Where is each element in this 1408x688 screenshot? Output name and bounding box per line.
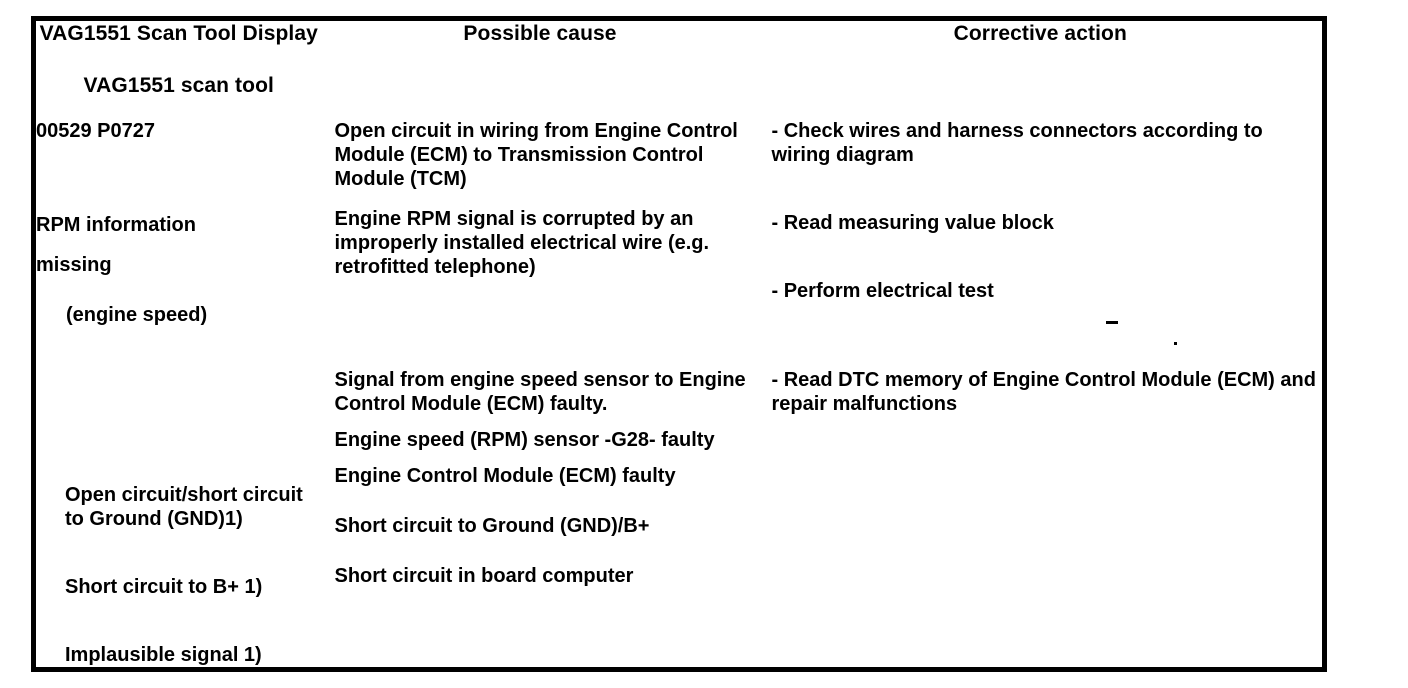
header-cell-scan-tool-display: VAG1551 Scan Tool Display VAG1551 scan t… xyxy=(33,18,322,119)
cell-possible-cause-1: Open circuit in wiring from Engine Contr… xyxy=(321,119,759,369)
cell-corrective-action-2: - Read DTC memory of Engine Control Modu… xyxy=(758,368,1325,670)
corrective-action-item: - Read measuring value block xyxy=(771,212,1054,234)
dtc-fault-implausible-signal: Implausible signal 1) xyxy=(65,644,262,666)
possible-cause-item: Short circuit in board computer xyxy=(334,565,634,588)
spacer xyxy=(36,599,322,643)
dtc-fault-open-short-ground: Open circuit/short circuit to Ground (GN… xyxy=(65,484,303,530)
scan-artifact-dash xyxy=(1106,321,1118,324)
header-title-scan-tool-display: VAG1551 Scan Tool Display xyxy=(39,22,318,45)
possible-cause-item: Engine speed (RPM) sensor -G28- faulty xyxy=(334,429,715,452)
header-cell-corrective-action: Corrective action xyxy=(758,18,1325,119)
possible-cause-item: Engine Control Module (ECM) faulty xyxy=(334,465,676,488)
spacer xyxy=(36,531,322,575)
header-title-possible-cause: Possible cause xyxy=(463,22,617,45)
spacer xyxy=(36,327,322,413)
table-header-row: VAG1551 Scan Tool Display VAG1551 scan t… xyxy=(33,18,1325,119)
dtc-code: 00529 P0727 xyxy=(36,120,156,142)
dtc-description-line-2: missing xyxy=(36,254,112,276)
spacer xyxy=(335,488,759,514)
possible-cause-item: Signal from engine speed sensor to Engin… xyxy=(334,369,746,416)
cell-possible-cause-2: Signal from engine speed sensor to Engin… xyxy=(321,368,759,670)
spacer xyxy=(335,452,759,464)
cell-scan-tool-display: 00529 P0727 RPM information missing (eng… xyxy=(33,119,322,670)
possible-cause-item: Open circuit in wiring from Engine Contr… xyxy=(334,120,738,190)
spacer xyxy=(335,416,759,428)
spacer xyxy=(335,538,759,564)
cell-corrective-action-1: - Check wires and harness connectors acc… xyxy=(758,119,1325,369)
scan-artifact-dot xyxy=(1174,342,1177,345)
corrective-action-item: - Read DTC memory of Engine Control Modu… xyxy=(771,369,1316,416)
spacer xyxy=(36,277,322,303)
corrective-action-item: - Check wires and harness connectors acc… xyxy=(771,120,1263,166)
spacer xyxy=(36,143,322,213)
table-row: 00529 P0727 RPM information missing (eng… xyxy=(33,119,1325,670)
header-title-corrective-action: Corrective action xyxy=(953,22,1127,45)
dtc-fault-table: VAG1551 Scan Tool Display VAG1551 scan t… xyxy=(31,16,1327,672)
possible-cause-item: Short circuit to Ground (GND)/B+ xyxy=(334,515,650,538)
table-row: Signal from engine speed sensor to Engin… xyxy=(34,368,1325,670)
spacer xyxy=(36,413,322,483)
dtc-fault-short-to-bplus: Short circuit to B+ 1) xyxy=(65,576,263,598)
header-subtitle-scan-tool: VAG1551 scan tool xyxy=(83,74,274,97)
spacer xyxy=(772,235,1323,279)
dtc-description-line-1: RPM information xyxy=(36,214,196,236)
corrective-action-item: - Perform electrical test xyxy=(771,280,994,302)
dtc-note-engine-speed: (engine speed) xyxy=(66,304,208,326)
spacer xyxy=(772,167,1323,211)
possible-cause-item: Engine RPM signal is corrupted by an imp… xyxy=(334,208,710,278)
header-cell-possible-cause: Possible cause xyxy=(321,18,759,119)
